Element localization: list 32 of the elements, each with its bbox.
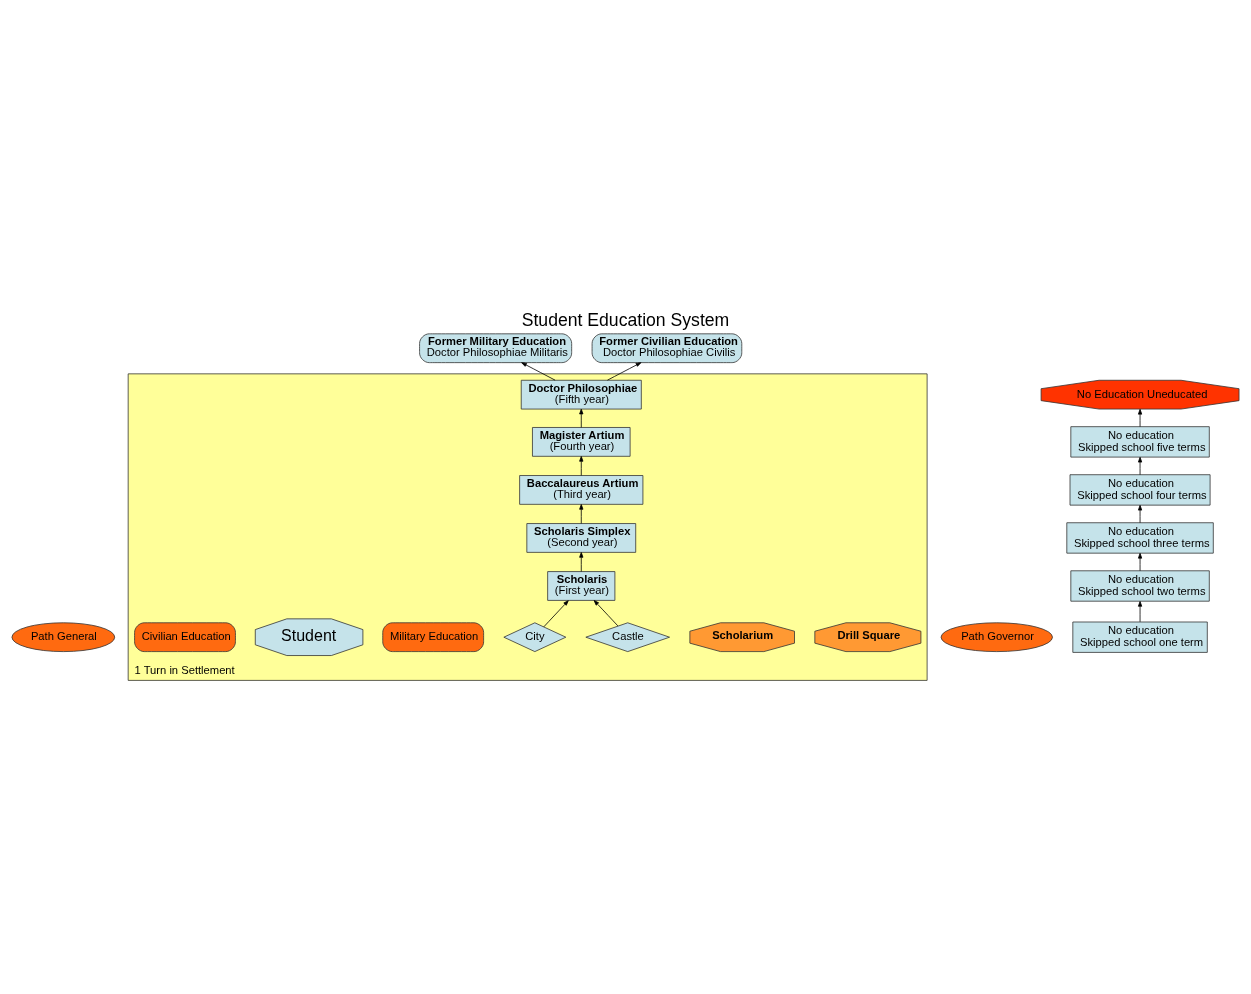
arrow xyxy=(579,455,584,476)
arrow xyxy=(1138,552,1143,571)
node-ellipse: Path General xyxy=(11,621,116,652)
node-box: No education Skipped school three terms xyxy=(1066,521,1214,554)
node-box: Doctor Philosophiae (Fifth year) xyxy=(520,379,642,409)
arrow xyxy=(521,361,556,381)
arrow xyxy=(1138,456,1143,475)
node-box: No education Skipped school one term xyxy=(1072,621,1208,653)
node-ellipse: Path Governor xyxy=(940,621,1053,652)
node-diamond: Castle xyxy=(585,621,670,652)
node-diamond: City xyxy=(503,621,567,652)
node-box: Magister Artium (Fourth year) xyxy=(532,426,631,457)
arrow xyxy=(579,408,584,428)
arrow xyxy=(593,599,619,626)
node-box: No education Skipped school two terms xyxy=(1070,569,1210,602)
node-box: Civilian Education xyxy=(134,621,236,652)
node-box: Baccalaureus Artium (Third year) xyxy=(519,474,644,505)
arrow xyxy=(607,361,642,381)
node-box: Scholaris Simplex (Second year) xyxy=(526,522,637,553)
arrow xyxy=(543,599,569,627)
node-box: No education Skipped school four terms xyxy=(1069,473,1211,506)
arrow xyxy=(579,503,584,524)
node-box: Former Civilian Education Doctor Philosophiae Civilis xyxy=(591,332,743,363)
arrow xyxy=(579,551,584,572)
node-box: No education Skipped school five terms xyxy=(1070,425,1210,457)
arrow xyxy=(1138,408,1143,427)
diagram-title: Student Education System xyxy=(521,308,730,329)
arrow xyxy=(1138,504,1143,523)
node-box: Former Military Education Doctor Philosophiae Militaris xyxy=(419,332,573,363)
node-box: Scholaris (First year) xyxy=(547,570,616,601)
arrow xyxy=(1138,600,1143,622)
node-box: Military Education xyxy=(382,621,484,652)
